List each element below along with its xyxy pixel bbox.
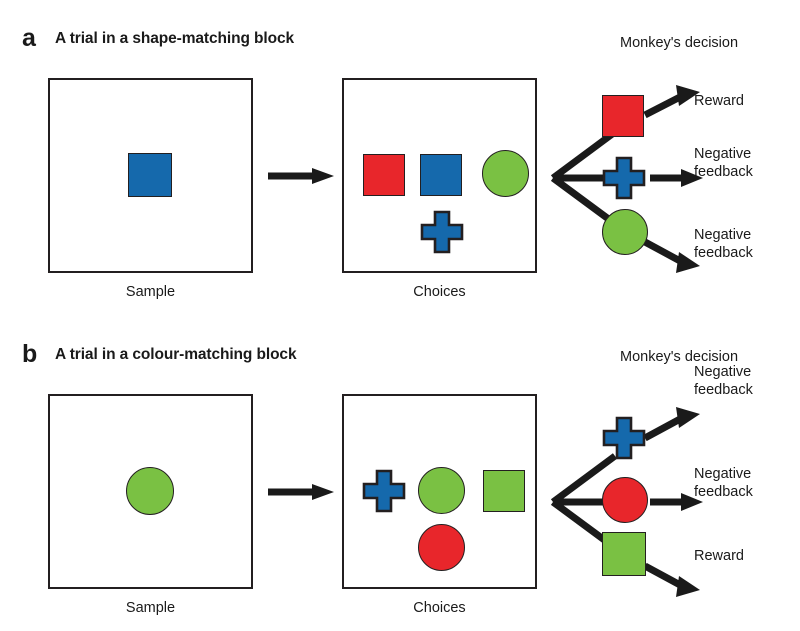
panel-a-title: A trial in a shape-matching block bbox=[55, 30, 295, 47]
panel-a-outcome-reward: Reward bbox=[694, 93, 744, 109]
panel-a-transition-arrow bbox=[268, 166, 334, 186]
panel-a-outcome-circle: Negative feedback bbox=[694, 227, 753, 261]
panel-a-choice-green-circle bbox=[482, 150, 529, 197]
panel-a-sample-box bbox=[48, 78, 253, 273]
panel-a-choice-blue-cross bbox=[420, 210, 464, 254]
panel-a-sample-blue-square bbox=[128, 153, 172, 197]
panel-b-decision-blue-cross bbox=[602, 416, 646, 460]
panel-b-choice-green-circle bbox=[418, 467, 465, 514]
panel-b-sample-green-circle bbox=[126, 467, 174, 515]
panel-b-choice-green-square bbox=[483, 470, 525, 512]
panel-a-choice-red-square bbox=[363, 154, 405, 196]
panel-a-decision-blue-cross bbox=[602, 156, 646, 200]
panel-b-choices-caption: Choices bbox=[413, 600, 466, 616]
panel-a: a A trial in a shape-matching block Samp… bbox=[0, 0, 800, 315]
panel-b-outcome-cross: Negative feedback bbox=[694, 364, 753, 398]
panel-b-outcome-square: Reward bbox=[694, 548, 744, 564]
panel-b-choice-blue-cross bbox=[362, 469, 406, 513]
panel-b-transition-arrow bbox=[268, 482, 334, 502]
panel-a-choice-blue-square bbox=[420, 154, 462, 196]
panel-b-decision-green-square bbox=[602, 532, 646, 576]
panel-a-decision-red-square bbox=[602, 95, 644, 137]
panel-a-choices-box bbox=[342, 78, 537, 273]
panel-a-letter: a bbox=[22, 24, 36, 52]
panel-a-sample-caption: Sample bbox=[125, 284, 176, 300]
panel-b-choices-box bbox=[342, 394, 537, 589]
panel-b-outcome-circle: Negative feedback bbox=[694, 466, 753, 500]
panel-a-branch-arrows bbox=[540, 60, 740, 290]
panel-b-decision-header: Monkey's decision bbox=[620, 349, 739, 365]
panel-b-choice-red-circle bbox=[418, 524, 465, 571]
panel-a-decision-green-circle bbox=[602, 209, 648, 255]
panel-a-outcome-cross: Negative feedback bbox=[694, 146, 753, 180]
panel-a-choices-caption: Choices bbox=[413, 284, 466, 300]
panel-b-title: A trial in a colour-matching block bbox=[55, 346, 297, 363]
panel-b-sample-caption: Sample bbox=[125, 600, 176, 616]
panel-b: b A trial in a colour-matching block Sam… bbox=[0, 316, 800, 631]
panel-b-sample-box bbox=[48, 394, 253, 589]
panel-b-letter: b bbox=[22, 340, 37, 368]
panel-b-decision-red-circle bbox=[602, 477, 648, 523]
panel-a-decision-header: Monkey's decision bbox=[620, 35, 739, 51]
